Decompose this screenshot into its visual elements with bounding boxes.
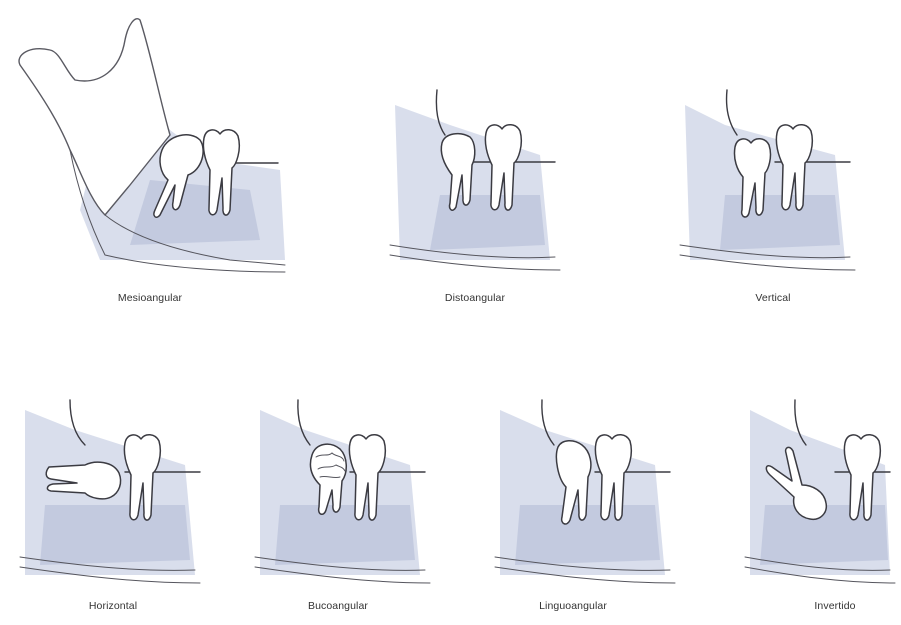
label-mesioangular: Mesioangular [118, 292, 182, 304]
panel-distoangular [380, 85, 580, 280]
mesioangular-illustration [10, 10, 300, 280]
distoangular-illustration [380, 85, 580, 280]
panel-linguoangular [490, 395, 690, 590]
label-invertido: Invertido [814, 600, 855, 612]
invertido-illustration [740, 395, 900, 590]
panel-vertical [675, 85, 875, 280]
panel-bucoangular [250, 395, 450, 590]
label-horizontal: Horizontal [89, 600, 137, 612]
linguoangular-illustration [490, 395, 690, 590]
label-vertical: Vertical [755, 292, 790, 304]
label-distoangular: Distoangular [445, 292, 505, 304]
panel-invertido [740, 395, 900, 590]
bucoangular-illustration [250, 395, 450, 590]
panel-horizontal [15, 395, 215, 590]
label-bucoangular: Bucoangular [308, 600, 368, 612]
panel-mesioangular [10, 10, 300, 280]
horizontal-illustration [15, 395, 215, 590]
vertical-illustration [675, 85, 875, 280]
label-linguoangular: Linguoangular [539, 600, 607, 612]
